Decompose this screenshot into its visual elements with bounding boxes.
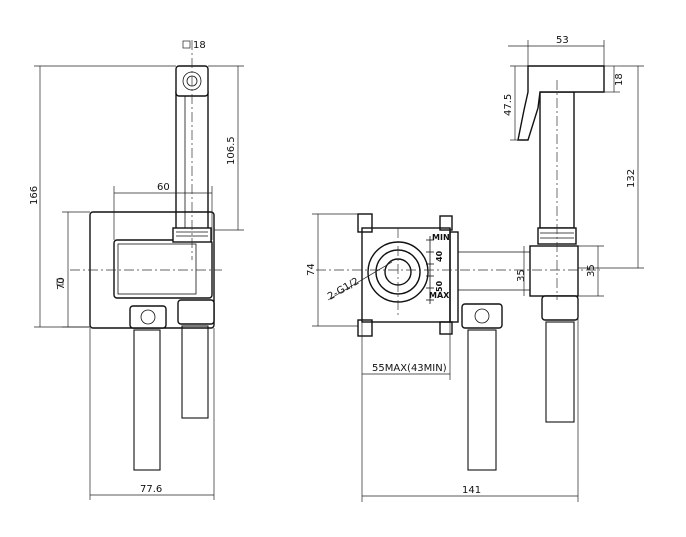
- dim-square-18-left: 18: [193, 40, 206, 51]
- hose-right-b: [545, 321, 575, 423]
- outlet-holder: [529, 245, 579, 297]
- dim-square-70: 70: [56, 277, 67, 290]
- scale-max: MAX: [429, 291, 450, 300]
- dim-35: 35: [586, 264, 597, 277]
- hose-connector-left: [177, 299, 215, 325]
- valve-connector-right: [461, 303, 503, 329]
- dim-55max-43min: 55MAX(43MIN): [372, 363, 447, 374]
- dim-square-35: 35: [516, 269, 527, 282]
- dim-60: 60: [157, 182, 170, 193]
- holder-front-face: [117, 243, 197, 295]
- valve-lug-bottom: [357, 319, 373, 337]
- dim-106-5: 106.5: [226, 136, 237, 165]
- dim-47-5: 47.5: [503, 94, 514, 116]
- thread-label: 2-G1/2: [326, 276, 361, 303]
- dim-74: 74: [306, 263, 317, 276]
- hose-right-a: [467, 329, 497, 471]
- dim-132: 132: [626, 169, 637, 188]
- dim-166: 166: [29, 186, 40, 205]
- wall-flange: [449, 231, 459, 323]
- hose-left-b: [181, 325, 209, 419]
- holder-body: [113, 239, 213, 299]
- right-view: MIN 40 50 MAX 53: [306, 35, 644, 502]
- dim-square-18-right: 18: [614, 73, 625, 86]
- scale-40: 40: [435, 250, 444, 262]
- hose-left-a: [133, 329, 161, 471]
- valve-body: [361, 227, 451, 323]
- dim-53: 53: [556, 35, 569, 46]
- depth-scale: MIN 40 50 MAX: [426, 233, 450, 304]
- valve-connector-left: [129, 305, 167, 329]
- scale-50: 50: [435, 280, 444, 292]
- dim-141: 141: [462, 485, 481, 496]
- dim-77-6: 77.6: [140, 484, 162, 495]
- hose-connector-right: [541, 295, 579, 321]
- scale-min: MIN: [432, 233, 450, 242]
- left-view: 18 106.5 166 60 70 77.6: [29, 40, 244, 500]
- valve-lug-top: [357, 213, 373, 233]
- spray-head-side: [517, 65, 605, 141]
